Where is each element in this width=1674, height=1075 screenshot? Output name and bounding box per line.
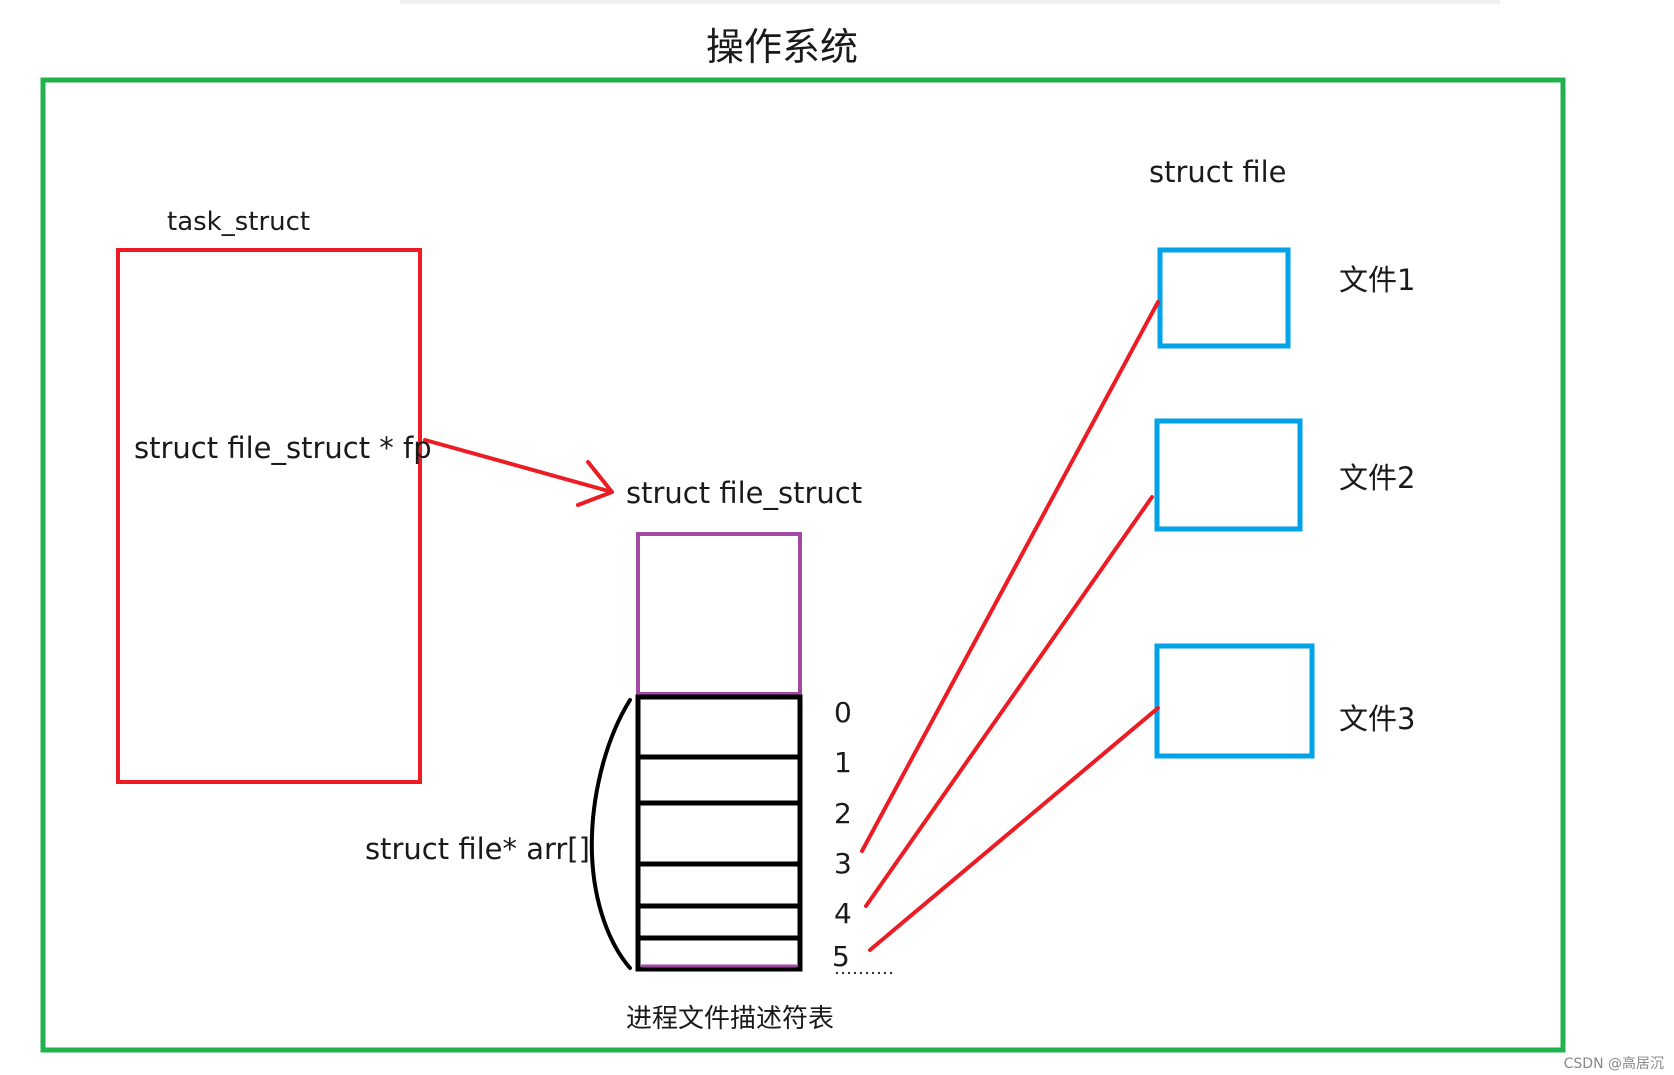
task-struct-box [116, 248, 422, 784]
task-struct-fp-field: struct file_struct * fp [134, 431, 432, 465]
fd-table-outline [635, 694, 803, 972]
fp-pointer-arrow [423, 438, 614, 494]
file-box-2 [1154, 418, 1303, 532]
diagram-title: 操作系统 [706, 25, 858, 69]
struct-file-label: struct file [1149, 155, 1286, 189]
watermark: CSDN @高居沉 [1564, 1055, 1664, 1072]
fd-index: 1 [834, 746, 852, 779]
os-boundary [40, 77, 1566, 1053]
fd3-to-file1-pointer [860, 300, 1160, 853]
top-shadow [400, 0, 1500, 4]
array-brace [589, 698, 632, 970]
file-struct-header-box [636, 532, 802, 696]
fd-table-caption: 进程文件描述符表 [626, 1004, 834, 1034]
file-struct-label: struct file_struct [626, 476, 862, 510]
fd-index: 0 [834, 696, 852, 729]
file-box-3 [1154, 643, 1315, 759]
array-label: struct file* arr[] [365, 832, 590, 866]
file-box-1 [1157, 247, 1291, 349]
fp-pointer-arrowhead [576, 460, 614, 507]
file-label-2: 文件2 [1339, 461, 1415, 495]
fd-table [635, 694, 803, 972]
fd4-to-file2-pointer [864, 495, 1154, 908]
task-struct-label: task_struct [167, 207, 310, 237]
fd-index: 5 [832, 940, 850, 973]
file-label-1: 文件1 [1339, 263, 1415, 297]
fd-index: 3 [834, 847, 852, 880]
fd5-to-file3-pointer [868, 706, 1160, 952]
fd-index: 4 [834, 897, 852, 930]
fd-index: 2 [834, 797, 852, 830]
file-label-3: 文件3 [1339, 702, 1415, 736]
